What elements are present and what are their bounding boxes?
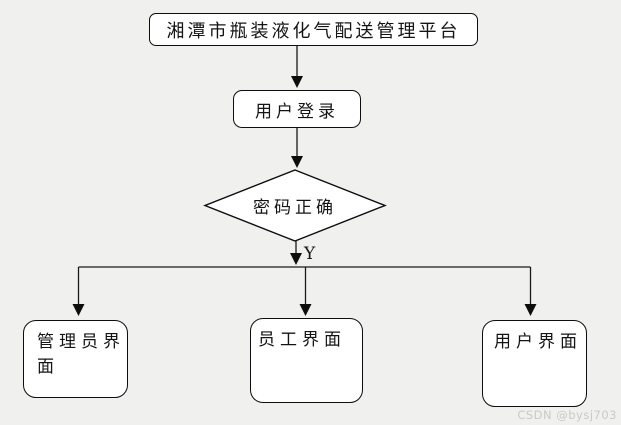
- node-platform-title: 湘潭市瓶装液化气配送管理平台: [149, 13, 478, 46]
- node-platform-title-label: 湘潭市瓶装液化气配送管理平台: [166, 20, 461, 42]
- node-admin-interface: 管理员界面: [23, 320, 128, 398]
- node-user-login-label: 用户登录: [255, 101, 339, 122]
- node-user-login: 用户登录: [233, 90, 361, 128]
- node-user-interface-label: 用户界面: [494, 332, 582, 352]
- node-staff-interface: 员工界面: [250, 318, 363, 403]
- node-password-decision-label: 密码正确: [253, 198, 337, 218]
- csdn-watermark: CSDN @bysj703: [517, 408, 617, 422]
- node-user-interface: 用户界面: [482, 320, 587, 407]
- node-password-decision: 密码正确: [205, 170, 385, 241]
- branch-yes-label: Y: [304, 244, 316, 264]
- node-staff-interface-label: 员工界面: [258, 330, 346, 350]
- node-admin-interface-label: 管理员界面: [37, 332, 125, 377]
